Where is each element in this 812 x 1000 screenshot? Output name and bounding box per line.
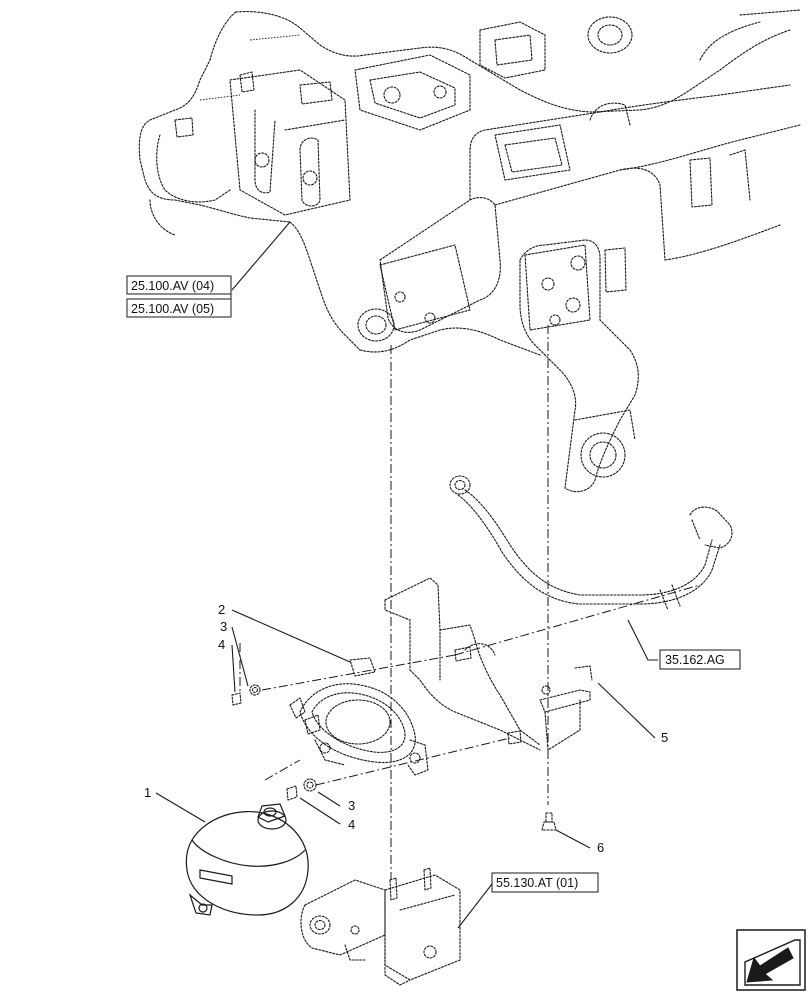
reference-box-55-130-at-01[interactable]: 55.130.AT (01) xyxy=(491,872,599,893)
callout-3-lower: 3 xyxy=(348,798,355,813)
mounting-bracket xyxy=(384,577,593,751)
fasteners xyxy=(231,646,557,831)
callout-6: 6 xyxy=(597,840,604,855)
axle-support-frame xyxy=(138,9,801,493)
reference-box-25-100-av-05[interactable]: 25.100.AV (05) xyxy=(126,276,232,318)
reference-label: 25.100.AV (05) xyxy=(131,302,214,316)
lower-bracket-assembly xyxy=(300,867,461,986)
callout-1: 1 xyxy=(144,785,151,800)
reference-label: 25.100.AV (04) xyxy=(131,279,214,293)
reference-label: 55.130.AT (01) xyxy=(496,876,578,890)
reference-label: 35.162.AG xyxy=(665,653,725,667)
accumulator-support xyxy=(289,657,429,776)
reference-box-25-100-av-04[interactable]: 25.100.AV (04) xyxy=(126,275,232,295)
leader-lines xyxy=(155,221,658,929)
alignment-lines xyxy=(239,325,701,880)
callout-4-lower: 4 xyxy=(348,817,355,832)
arrow-corner-icon[interactable] xyxy=(736,929,806,991)
reference-box-35-162-ag[interactable]: 35.162.AG xyxy=(659,649,741,670)
callout-5: 5 xyxy=(661,730,668,745)
accumulator-sphere xyxy=(185,803,309,916)
callout-2: 2 xyxy=(218,602,225,617)
callout-4-upper: 4 xyxy=(218,637,225,652)
hydraulic-pipe xyxy=(449,475,733,611)
callout-3-upper: 3 xyxy=(220,619,227,634)
